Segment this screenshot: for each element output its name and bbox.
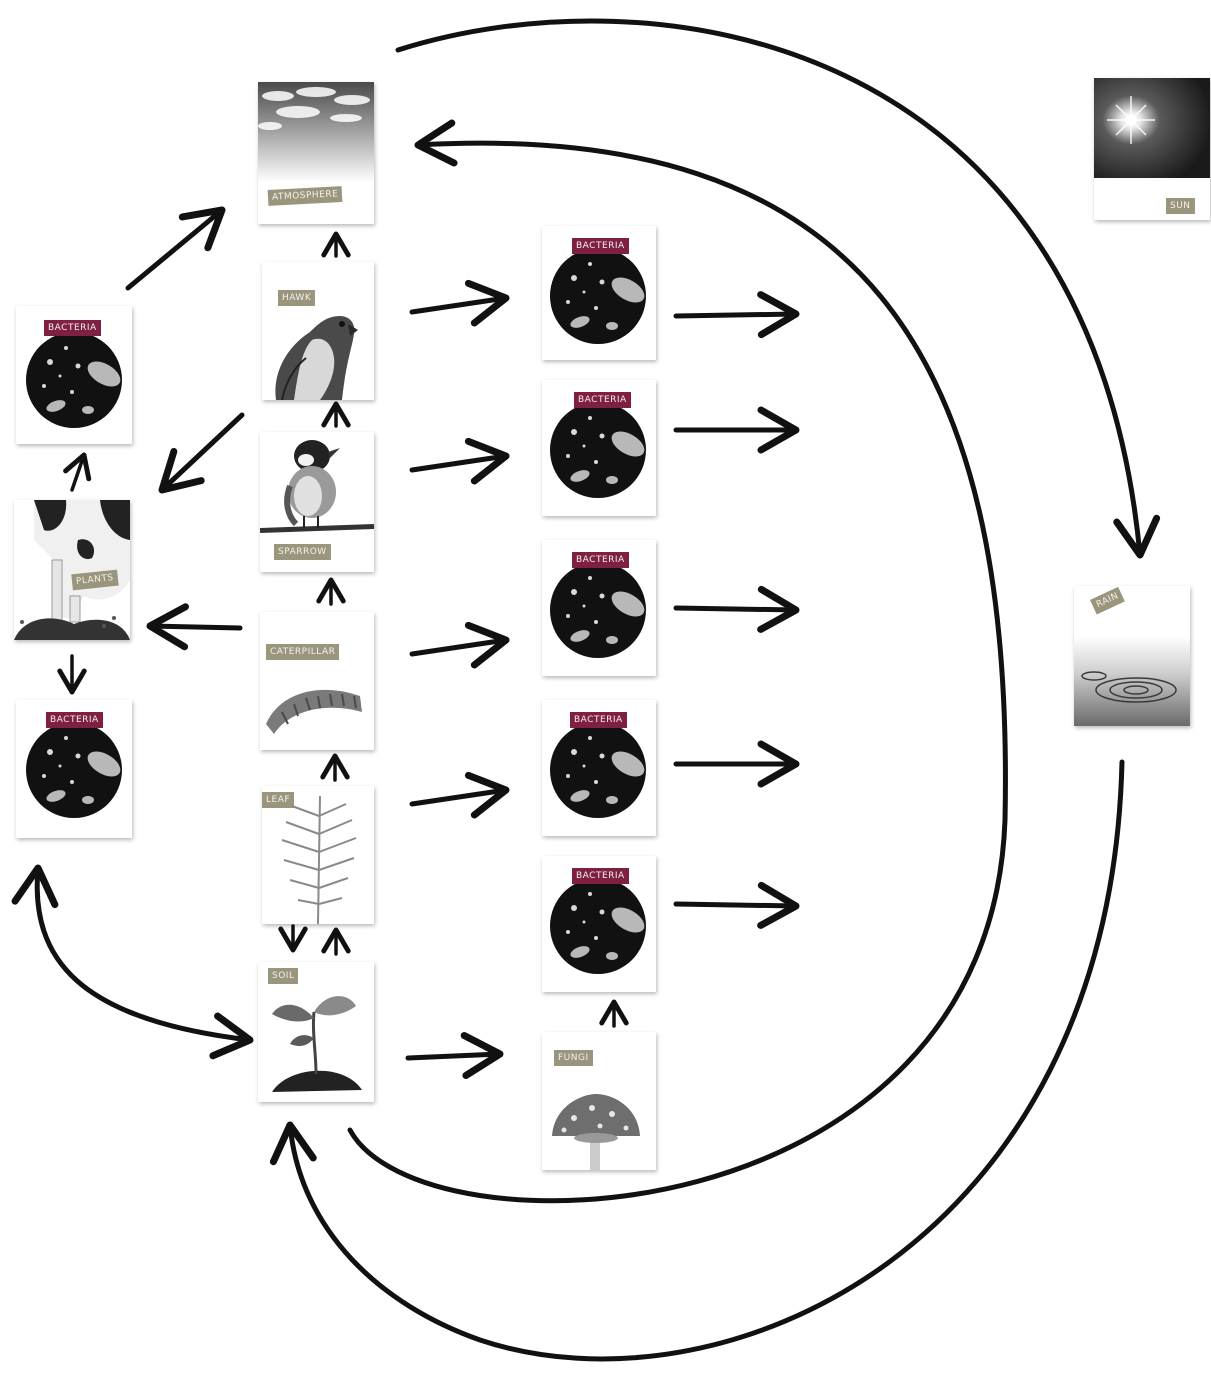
- bacteria-icon: [550, 562, 646, 658]
- hawk-label: HAWK: [278, 290, 316, 306]
- leaf-card: LEAF: [262, 786, 374, 924]
- cow-icon: [14, 500, 130, 640]
- bacteria-card-5: BACTERIA: [542, 856, 656, 992]
- bacteria-icon: [26, 722, 122, 818]
- sun-icon: [1094, 78, 1210, 178]
- bacteria-label: BACTERIA: [572, 238, 629, 254]
- arrow-bacteria-out-5: [673, 881, 800, 929]
- soil-label: SOIL: [268, 968, 299, 984]
- arrow-bird-to-bacteria: [409, 437, 510, 485]
- mushroom-icon: [552, 1094, 640, 1170]
- bacteria-icon: [550, 402, 646, 498]
- arrow-caterpillar-to-bacteria: [409, 621, 510, 669]
- atmosphere-card: ATMOSPHERE: [258, 82, 374, 224]
- bacteria-card-2: BACTERIA: [542, 380, 656, 516]
- leaf-label: LEAF: [262, 792, 295, 808]
- arrow-cycle-to-atmosphere: [347, 119, 1008, 1204]
- bacteria-card-3: BACTERIA: [542, 540, 656, 676]
- hawk-icon: [275, 316, 358, 400]
- bird-card: SPARROW: [260, 432, 374, 572]
- rain-icon: [1074, 636, 1190, 726]
- bacteria-card-left-bottom: BACTERIA: [16, 700, 132, 838]
- soil-card: SOIL: [258, 962, 374, 1102]
- caterpillar-label: CATERPILLAR: [266, 644, 340, 660]
- arrow-bacteria-out-3: [673, 585, 800, 633]
- arrow-hawk-to-bacteria: [409, 279, 510, 327]
- cow-card: PLANTS: [14, 500, 130, 640]
- arrow-caterpillar-to-plants: [146, 603, 243, 651]
- bird-icon: [260, 440, 374, 533]
- sun-card: SUN: [1094, 78, 1210, 220]
- bacteria-label: BACTERIA: [570, 712, 627, 728]
- bacteria-label: BACTERIA: [572, 868, 629, 884]
- bacteria-icon: [26, 332, 122, 428]
- sun-label: SUN: [1166, 198, 1195, 214]
- caterpillar-card: CATERPILLAR: [260, 612, 374, 750]
- hawk-card: HAWK: [262, 262, 374, 400]
- bird-label: SPARROW: [274, 544, 331, 560]
- bacteria-label: BACTERIA: [46, 712, 103, 728]
- bacteria-label: BACTERIA: [574, 392, 631, 408]
- cloud-icon: [258, 82, 374, 182]
- mushroom-card: FUNGI: [542, 1032, 656, 1170]
- caterpillar-icon: [266, 689, 362, 734]
- mushroom-label: FUNGI: [554, 1050, 593, 1066]
- arrow-bacteria-to-atmosphere: [125, 206, 226, 291]
- bacteria-label: BACTERIA: [572, 552, 629, 568]
- arrow-bacteria-soil-bidirectional: [11, 864, 254, 1060]
- bacteria-card-left-top: BACTERIA: [16, 306, 132, 444]
- seedling-icon: [272, 996, 362, 1092]
- bacteria-icon: [550, 722, 646, 818]
- arrow-hawk-to-plants: [158, 412, 245, 494]
- arrow-plants-to-bacteria-top: [63, 452, 92, 492]
- arrow-soil-to-fungi: [405, 1032, 504, 1080]
- bacteria-card-1: BACTERIA: [542, 226, 656, 360]
- bacteria-card-4: BACTERIA: [542, 700, 656, 836]
- bacteria-label: BACTERIA: [44, 320, 101, 336]
- arrow-leaf-to-bacteria: [409, 771, 510, 819]
- bacteria-icon: [550, 878, 646, 974]
- fern-icon: [281, 795, 357, 924]
- arrow-rain-to-soil: [269, 759, 1125, 1362]
- bacteria-icon: [550, 248, 646, 344]
- rain-card: RAIN: [1074, 586, 1190, 726]
- arrow-bacteria-out-1: [673, 291, 800, 339]
- arrow-atmosphere-to-rain: [395, 18, 1161, 559]
